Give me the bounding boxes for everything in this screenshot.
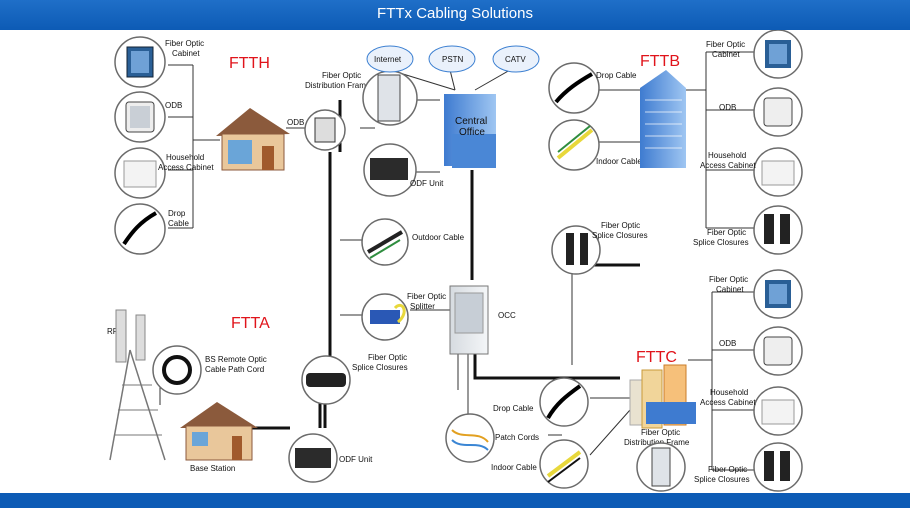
splice-right-label-1: Fiber Optic [601, 221, 640, 230]
splice-left-label-1: Fiber Optic [368, 353, 407, 362]
ftth-household-label-1: Household [166, 153, 204, 162]
fttb-odb: ODB [719, 87, 803, 137]
ftth-household-label-2: Access Cabinet [158, 163, 214, 172]
fttb-column: Fiber Optic Cabinet ODB Household Access… [693, 29, 803, 255]
fttc-splice-label-1: Fiber Optic [708, 465, 747, 474]
drop-cable-c-label: Drop Cable [493, 404, 534, 413]
splice-closure-right: Fiber Optic Splice Closures [551, 221, 648, 275]
occ-cabinet: OCC [449, 285, 516, 355]
splitter-label-1: Fiber Optic [407, 292, 446, 301]
fttc-odf-frame: Fiber Optic Distribution Frame [624, 428, 690, 492]
central-office-label-1: Central [455, 116, 487, 127]
odb-house-label: ODB [287, 118, 304, 127]
title-bar: FTTx Cabling Solutions [0, 0, 910, 30]
fttc-household-label-1: Household [710, 388, 748, 397]
rru-tower: RRU [107, 309, 166, 461]
patch-cords-label: Patch Cords [495, 433, 539, 442]
ftth-title: FTTH [229, 55, 270, 72]
fttb-cabinet: Fiber Optic Cabinet [706, 29, 803, 79]
fttc-odf-label-1: Fiber Optic [641, 428, 680, 437]
odf-unit-top-label: ODF Unit [410, 179, 444, 188]
splice-closure-left: Fiber Optic Splice Closures [301, 353, 408, 405]
fttb-household-label-1: Household [708, 151, 746, 160]
fttb-splice-label-1: Fiber Optic [707, 228, 746, 237]
splice-left-label-2: Splice Closures [352, 363, 408, 372]
ftth-drop-cable: Drop Cable [114, 203, 189, 255]
ftth-cabinet-label-2: Cabinet [172, 49, 200, 58]
fttc-title: FTTC [636, 349, 677, 366]
central-office-label-2: Office [459, 127, 485, 138]
odf-unit-bottom: ODF Unit [288, 433, 373, 483]
fttb-indoor-label: Indoor Cable [596, 157, 642, 166]
fttb-household-cabinet: Household Access Cabinet [700, 147, 803, 197]
fttb-building [640, 70, 686, 168]
bs-cord: BS Remote Optic Cable Path Cord [152, 345, 267, 395]
indoor-cable-c-label: Indoor Cable [491, 463, 537, 472]
fttc-cabinet-label-1: Fiber Optic [709, 275, 748, 284]
bottom-bar [0, 493, 910, 508]
fttc-splice: Fiber Optic Splice Closures [694, 442, 803, 492]
cloud-pstn-label: PSTN [442, 55, 464, 64]
odf-frame-label-1: Fiber Optic [322, 71, 361, 80]
bs-cord-label-2: Cable Path Cord [205, 365, 264, 374]
diagram-canvas: Fiber Optic Cabinet ODB Household Access… [0, 29, 910, 493]
fttx-diagram: Fiber Optic Cabinet ODB Household Access… [107, 29, 803, 492]
odf-frame-label-2: Distribution Frame [305, 81, 371, 90]
fttb-odb-label: ODB [719, 103, 736, 112]
outdoor-cable: Outdoor Cable [361, 218, 465, 266]
odf-frame-top: Fiber Optic Distribution Frame [305, 70, 418, 126]
bs-cord-label-1: BS Remote Optic [205, 355, 267, 364]
fttc-odb: ODB [719, 326, 803, 376]
fttb-title: FTTB [640, 53, 680, 70]
fttb-household-label-2: Access Cabinet [700, 161, 756, 170]
fttc-splice-label-2: Splice Closures [694, 475, 750, 484]
indoor-cable-c: Indoor Cable [491, 439, 589, 489]
fttb-splice-label-2: Splice Closures [693, 238, 749, 247]
occ-label: OCC [498, 311, 516, 320]
cloud-catv-label: CATV [505, 55, 526, 64]
patch-cords: Patch Cords [445, 413, 539, 463]
fttc-household-cabinet: Household Access Cabinet [700, 386, 803, 436]
fttc-household-label-2: Access Cabinet [700, 398, 756, 407]
fttb-indoor-cable: Indoor Cable [548, 119, 642, 171]
fttc-cabinet-label-2: Cabinet [716, 285, 744, 294]
odf-unit-bottom-label: ODF Unit [339, 455, 373, 464]
fttb-cabinet-label-2: Cabinet [712, 50, 740, 59]
base-station-house: Base Station [180, 402, 258, 473]
fttb-drop-label: Drop Cable [596, 71, 637, 80]
cloud-internet-label: Internet [374, 55, 402, 64]
central-office: Central Office [444, 94, 496, 168]
splitter: Fiber Optic Splitter [361, 292, 446, 341]
fttc-cabinet: Fiber Optic Cabinet [709, 269, 803, 319]
odb-house: ODB [287, 109, 346, 151]
ftth-odb: ODB [114, 91, 182, 143]
ftth-drop-label-1: Drop [168, 209, 186, 218]
fttb-cabinet-label-1: Fiber Optic [706, 40, 745, 49]
fttb-splice: Fiber Optic Splice Closures [693, 205, 803, 255]
fttc-odb-label: ODB [719, 339, 736, 348]
fttc-odf-label-2: Distribution Frame [624, 438, 690, 447]
drop-cable-c: Drop Cable [493, 377, 589, 427]
ftth-cabinet: Fiber Optic Cabinet [114, 36, 204, 88]
fttc-column: Fiber Optic Cabinet ODB Household Access… [694, 269, 803, 492]
fttc-buildings [629, 364, 696, 429]
ftth-household-cabinet: Household Access Cabinet [114, 147, 214, 199]
ftth-column: Fiber Optic Cabinet ODB Household Access… [114, 36, 214, 255]
splitter-label-2: Splitter [410, 302, 435, 311]
ftth-drop-label-2: Cable [168, 219, 189, 228]
ftth-house [216, 108, 290, 171]
cloud-pstn: PSTN [428, 45, 476, 73]
cloud-catv: CATV [492, 45, 540, 73]
base-station-label: Base Station [190, 464, 235, 473]
odf-unit-top: ODF Unit [363, 143, 444, 197]
fttb-drop-cable: Drop Cable [548, 62, 637, 114]
ftth-odb-label: ODB [165, 101, 182, 110]
ftta-title: FTTA [231, 315, 270, 332]
page-title: FTTx Cabling Solutions [377, 5, 533, 22]
outdoor-cable-label: Outdoor Cable [412, 233, 465, 242]
cloud-internet: Internet [366, 45, 414, 73]
ftth-cabinet-label-1: Fiber Optic [165, 39, 204, 48]
splice-right-label-2: Splice Closures [592, 231, 648, 240]
